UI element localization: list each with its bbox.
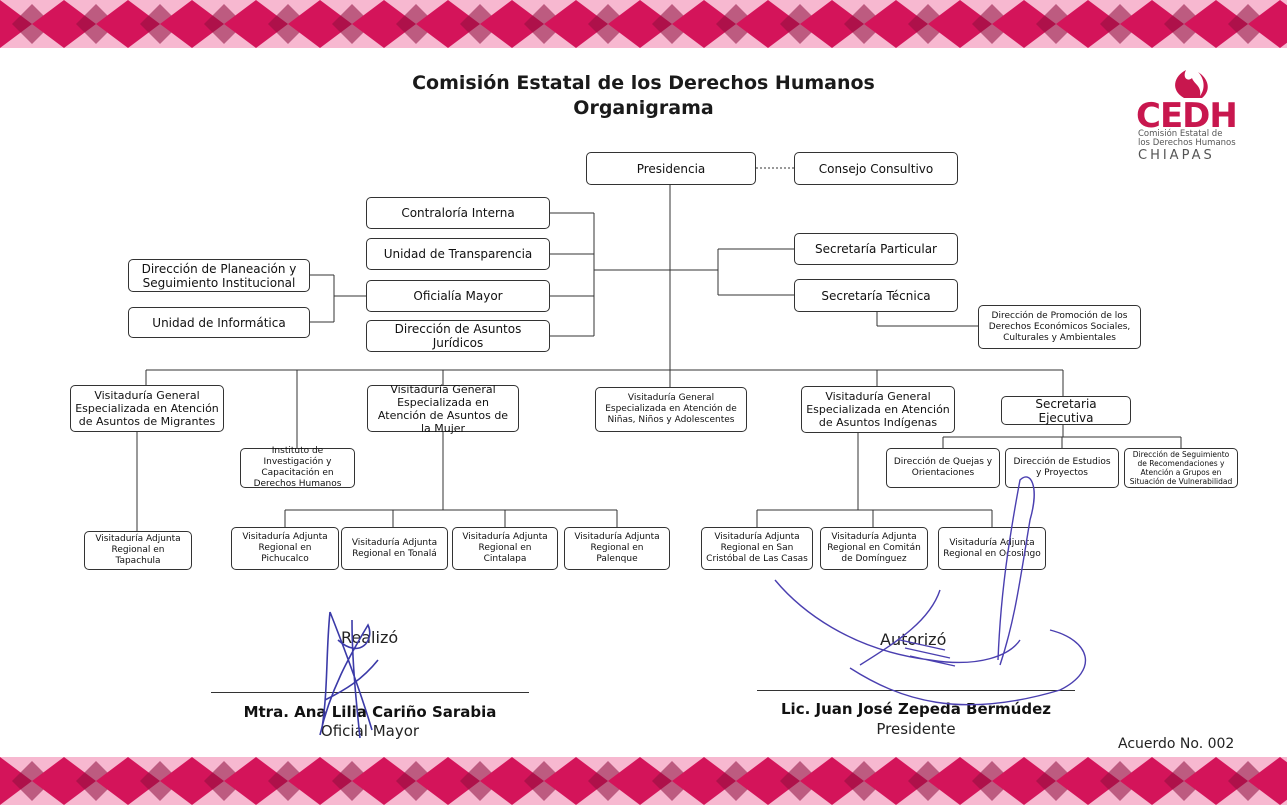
node-va-tonala: Visitaduría Adjunta Regional en Tonalá (341, 527, 448, 570)
node-va-ocosingo: Visitaduría Adjunta Regional en Ocosingo (938, 527, 1046, 570)
node-va-tapachula: Visitaduría Adjunta Regional en Tapachul… (84, 531, 192, 570)
node-va-cintalapa: Visitaduría Adjunta Regional en Cintalap… (452, 527, 558, 570)
node-instituto-investigacion: Instituto de Investigación y Capacitació… (240, 446, 355, 489)
signature-line-right (757, 690, 1075, 691)
node-va-pichucalco: Visitaduría Adjunta Regional en Pichucal… (231, 527, 339, 570)
node-secretaria-tecnica: Secretaría Técnica (794, 279, 958, 312)
node-asuntos-juridicos: Dirección de Asuntos Jurídicos (366, 320, 550, 352)
node-vg-migrantes: Visitaduría General Especializada en Ate… (70, 385, 224, 432)
signature-label-realizo: Realizó (341, 628, 399, 647)
signature-role-right: Presidente (876, 720, 956, 738)
node-va-san-cristobal: Visitaduría Adjunta Regional en San Cris… (701, 527, 813, 570)
node-va-palenque: Visitaduría Adjunta Regional en Palenque (564, 527, 670, 570)
node-vg-indigenas: Visitaduría General Especializada en Ate… (801, 386, 955, 433)
decorative-top-band (0, 0, 1287, 48)
decorative-bottom-band (0, 757, 1287, 805)
signature-line-left (211, 692, 529, 693)
node-presidencia: Presidencia (586, 152, 756, 185)
document-title: Comisión Estatal de los Derechos Humanos (412, 72, 875, 94)
node-estudios-proyectos: Dirección de Estudios y Proyectos (1005, 448, 1119, 488)
acuerdo-number: Acuerdo No. 002 (1118, 736, 1235, 752)
node-unidad-informatica: Unidad de Informática (128, 307, 310, 338)
node-unidad-transparencia: Unidad de Transparencia (366, 238, 550, 270)
logo-line2: los Derechos Humanos (1138, 138, 1236, 148)
node-contraloria-interna: Contraloría Interna (366, 197, 550, 229)
node-secretaria-particular: Secretaría Particular (794, 233, 958, 265)
node-promocion-derechos: Dirección de Promoción de los Derechos E… (978, 305, 1141, 349)
flame-icon (1175, 70, 1208, 98)
logo-acronym: CEDH (1136, 96, 1238, 136)
node-oficialia-mayor: Oficialía Mayor (366, 280, 550, 312)
logo-line1: Comisión Estatal de (1138, 129, 1223, 139)
signature-label-autorizo: Autorizó (880, 630, 947, 649)
signature-role-left: Oficial Mayor (320, 722, 420, 740)
cedh-logo: CEDH Comisión Estatal de los Derechos Hu… (1132, 64, 1248, 176)
node-vg-ninos: Visitaduría General Especializada en Ate… (595, 387, 747, 432)
signature-name-right: Lic. Juan José Zepeda Bermúdez (781, 700, 1051, 718)
node-planeacion: Dirección de Planeación y Seguimiento In… (128, 259, 310, 292)
node-consejo-consultivo: Consejo Consultivo (794, 152, 958, 185)
document-subtitle: Organigrama (573, 97, 714, 119)
node-vg-mujer: Visitaduría General Especializada en Ate… (367, 383, 519, 435)
node-seguimiento-recomendaciones: Dirección de Seguimiento de Recomendacio… (1124, 448, 1238, 488)
signature-name-left: Mtra. Ana Lilia Cariño Sarabia (243, 703, 497, 721)
node-quejas-orientaciones: Dirección de Quejas y Orientaciones (886, 448, 1000, 488)
node-secretaria-ejecutiva: Secretaria Ejecutiva (1001, 396, 1131, 425)
logo-line3: CHIAPAS (1138, 148, 1215, 163)
node-va-comitan: Visitaduría Adjunta Regional en Comitán … (820, 527, 928, 570)
